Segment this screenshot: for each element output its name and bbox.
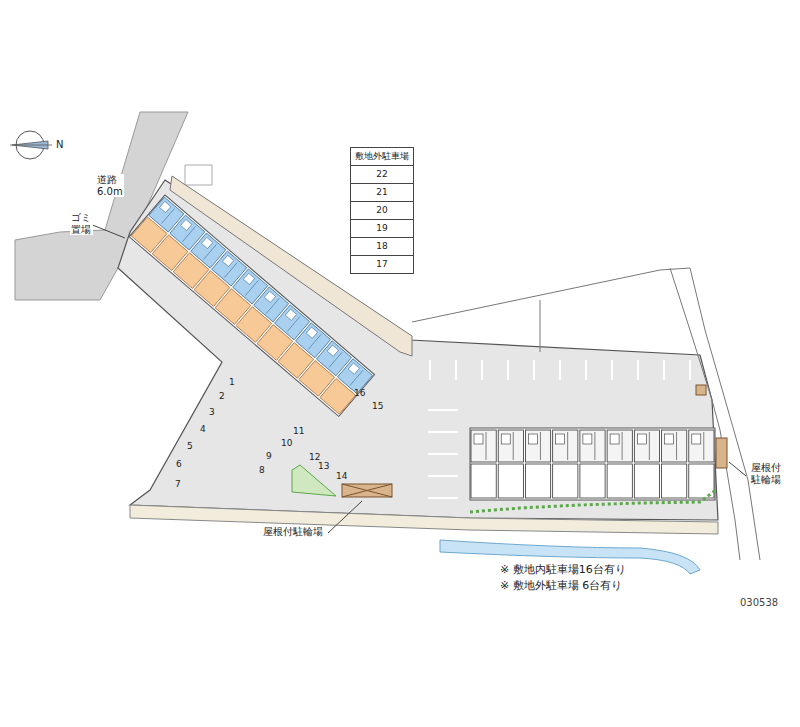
parking-number: 3 [209, 407, 215, 417]
parking-number: 12 [309, 452, 320, 462]
table-cell: 20 [351, 201, 413, 219]
table-heading: 敷地外駐車場 [351, 148, 413, 165]
parking-number: 11 [293, 426, 304, 436]
table-cell: 17 [351, 255, 413, 273]
parking-number: 15 [372, 401, 383, 411]
parking-number: 5 [187, 441, 193, 451]
parking-table: 敷地外駐車場222120191817 [350, 147, 414, 274]
parking-number: 2 [219, 391, 225, 401]
parking-number: 1 [229, 377, 235, 387]
parking-number: 16 [354, 388, 365, 398]
parking-number: 9 [266, 451, 272, 461]
note: ※ 敷地外駐車場 6台有り [500, 580, 622, 593]
parking-number: 7 [175, 479, 181, 489]
parking-number: 8 [259, 465, 265, 475]
table-cell: 21 [351, 183, 413, 201]
place-label: ゴミ置場 [70, 212, 93, 235]
place-label: 屋根付 駐輪場 [750, 462, 782, 485]
parking-number: 4 [200, 424, 206, 434]
note: ※ 敷地内駐車場16台有り [500, 564, 626, 577]
parking-number: 10 [281, 438, 292, 448]
parking-number: 14 [336, 471, 347, 481]
parking-number: 6 [176, 459, 182, 469]
table-cell: 19 [351, 219, 413, 237]
place-label: 道路 6.0m [96, 174, 124, 197]
table-cell: 18 [351, 237, 413, 255]
ref-code: 030538 [740, 597, 778, 609]
table-cell: 22 [351, 165, 413, 183]
parking-number: 13 [318, 461, 329, 471]
place-label: 屋根付駐輪場 [262, 526, 324, 538]
north-mark: N [56, 139, 63, 151]
